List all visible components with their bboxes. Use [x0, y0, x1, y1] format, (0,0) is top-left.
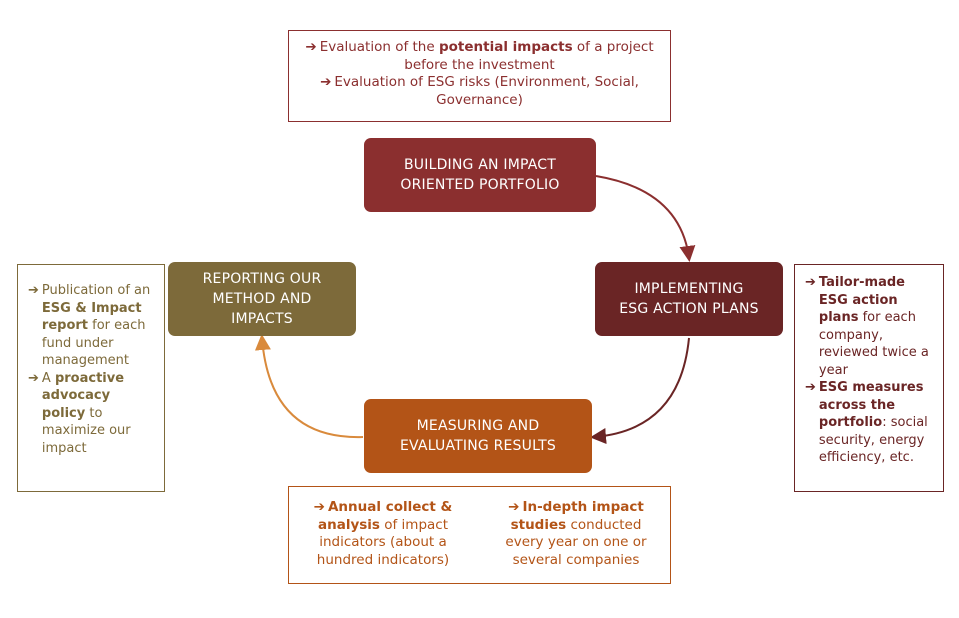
stage-measuring-line1: MEASURING AND [416, 418, 540, 434]
note-right-item1: ➔ Tailor-made ESG action plans for each … [805, 275, 929, 378]
note-bottom-col1: ➔Annual collect & analysis of impact ind… [313, 499, 453, 568]
stage-reporting-line1: REPORTING OUR [202, 271, 322, 287]
note-right: ➔ Tailor-made ESG action plans for each … [794, 264, 944, 492]
stage-reporting-line2: METHOD AND [212, 291, 312, 307]
arrow-bullet-icon: ➔ [28, 370, 39, 386]
note-left-item1: ➔ Publication of an ESG & Impact report … [28, 283, 151, 368]
arrow-bullet-icon: ➔ [313, 499, 325, 515]
note-left-item2: ➔ A proactive advocacy policy to maximiz… [28, 370, 131, 456]
note-top: ➔Evaluation of the potential impacts of … [288, 30, 671, 122]
arrow-bullet-icon: ➔ [320, 74, 332, 90]
stage-reporting-line3: IMPACTS [231, 311, 293, 327]
note-right-item2: ➔ ESG measures across the portfolio: soc… [805, 380, 928, 465]
stage-reporting: REPORTING OUR METHOD AND IMPACTS [168, 262, 356, 336]
stage-building: BUILDING AN IMPACT ORIENTED PORTFOLIO [364, 138, 596, 212]
stage-measuring: MEASURING AND EVALUATING RESULTS [364, 399, 592, 473]
stage-implementing: IMPLEMENTING ESG ACTION PLANS [595, 262, 783, 336]
arrow-bullet-icon: ➔ [28, 283, 39, 298]
arrow-implementing-to-measuring [590, 337, 690, 444]
note-top-item1: ➔Evaluation of the potential impacts of … [305, 39, 654, 73]
stage-building-line2: ORIENTED PORTFOLIO [400, 177, 560, 193]
arrow-bullet-icon: ➔ [508, 499, 520, 515]
stage-measuring-line2: EVALUATING RESULTS [399, 438, 556, 454]
stage-building-line1: BUILDING AN IMPACT [404, 157, 556, 173]
stage-implementing-line1: IMPLEMENTING [634, 281, 744, 297]
note-left: ➔ Publication of an ESG & Impact report … [17, 264, 165, 492]
note-bottom-col2: ➔In-depth impact studies conducted every… [505, 499, 647, 568]
note-bottom: ➔Annual collect & analysis of impact ind… [288, 486, 671, 584]
stage-implementing-line2: ESG ACTION PLANS [619, 301, 759, 317]
arrow-building-to-implementing [595, 175, 696, 262]
arrow-bullet-icon: ➔ [305, 39, 317, 55]
arrow-measuring-to-reporting [254, 334, 364, 439]
arrow-bullet-icon: ➔ [805, 275, 816, 290]
arrow-bullet-icon: ➔ [805, 380, 816, 395]
note-top-item2: ➔Evaluation of ESG risks (Environment, S… [320, 74, 639, 108]
